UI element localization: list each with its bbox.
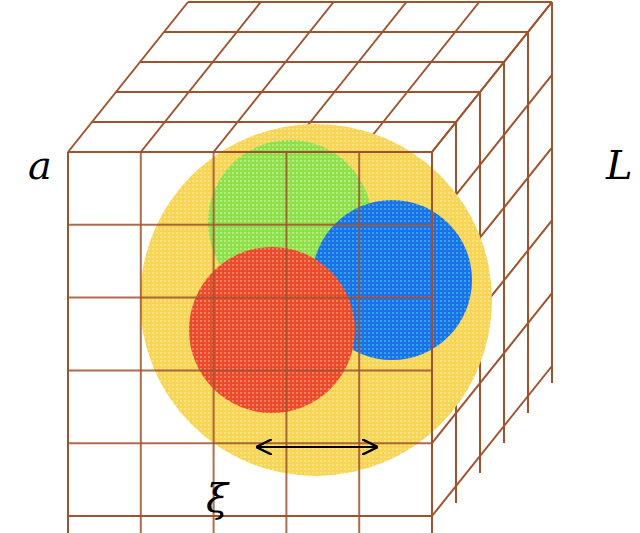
lattice-line [188, 1, 552, 3]
lattice-line [140, 152, 142, 533]
lattice-back [68, 2, 552, 533]
lattice-line [359, 2, 479, 152]
spacing-arrow [258, 446, 376, 448]
lattice-line [140, 61, 504, 63]
lattice-line [92, 121, 456, 123]
lattice-line [116, 91, 480, 93]
lattice-line [503, 62, 505, 443]
lattice-line [68, 297, 432, 299]
lattice-spacing-label: a [28, 145, 52, 185]
lattice-line [432, 2, 552, 152]
lattice-line [358, 152, 360, 533]
lattice-line [68, 151, 432, 153]
lattice-line [68, 369, 432, 371]
proton-sphere [140, 124, 492, 476]
lattice-line [431, 152, 433, 533]
lattice-line [432, 2, 552, 152]
lattice-line [67, 152, 69, 533]
lattice-line [527, 32, 529, 413]
lattice-line [213, 152, 215, 533]
lattice-line [431, 152, 433, 533]
lattice-line [68, 442, 432, 444]
lattice-front [68, 152, 432, 533]
correlation-length-label: ξ [206, 478, 228, 518]
lattice-line [68, 2, 188, 152]
lattice-line [68, 224, 432, 226]
box-size-label: L [606, 145, 633, 185]
lattice-line [164, 31, 528, 33]
lattice-line [551, 2, 553, 383]
lattice-line [141, 2, 261, 152]
lattice-line [285, 152, 287, 533]
lattice-line [68, 515, 432, 517]
proton [140, 124, 492, 476]
lattice-line [68, 151, 432, 153]
